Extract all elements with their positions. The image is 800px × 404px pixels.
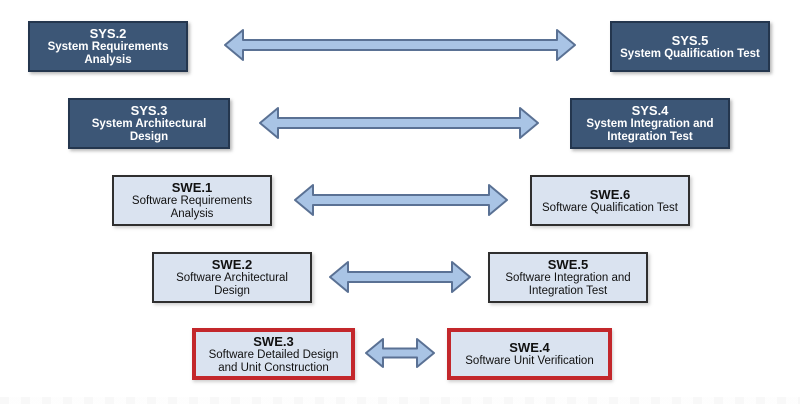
bidirectional-arrow-sys2-sys5	[224, 29, 576, 61]
process-box-swe3-highlighted: SWE.3 Software Detailed Design and Unit …	[192, 328, 355, 380]
process-name: System Architectural Design	[91, 118, 207, 143]
process-box-swe4-highlighted: SWE.4 Software Unit Verification	[447, 328, 612, 380]
process-name: System Requirements Analysis	[47, 41, 169, 66]
process-box-sys4: SYS.4 System Integration and Integration…	[570, 98, 730, 149]
process-box-swe1: SWE.1 Software Requirements Analysis	[112, 175, 272, 226]
process-name: System Integration and Integration Test	[586, 118, 714, 143]
process-id: SWE.2	[211, 257, 253, 272]
bidirectional-arrow-swe3-swe4	[365, 338, 435, 368]
process-id: SYS.5	[671, 32, 709, 48]
bidirectional-arrow-swe2-swe5	[329, 261, 471, 293]
process-box-sys3: SYS.3 System Architectural Design	[68, 98, 230, 149]
process-id: SWE.3	[253, 333, 294, 349]
process-name: System Qualification Test	[620, 47, 760, 60]
bidirectional-arrow-swe1-swe6	[294, 184, 508, 216]
process-box-swe5: SWE.5 Software Integration and Integrati…	[488, 252, 648, 303]
process-box-sys5: SYS.5 System Qualification Test	[610, 21, 770, 72]
bidirectional-arrow-sys3-sys4	[259, 107, 539, 139]
process-name: Software Qualification Test	[542, 201, 678, 214]
process-id: SWE.1	[171, 180, 213, 195]
process-id: SYS.4	[631, 103, 669, 118]
process-id: SYS.3	[130, 103, 168, 118]
process-name: Software Unit Verification	[465, 355, 594, 367]
process-name: Software Integration and Integration Tes…	[505, 272, 631, 297]
process-id: SWE.6	[589, 186, 631, 202]
process-id: SYS.2	[89, 26, 127, 41]
process-box-sys2: SYS.2 System Requirements Analysis	[28, 21, 188, 72]
process-name: Software Detailed Design and Unit Constr…	[208, 348, 339, 374]
process-box-swe6: SWE.6 Software Qualification Test	[530, 175, 690, 226]
process-box-swe2: SWE.2 Software Architectural Design	[152, 252, 312, 303]
process-id: SWE.5	[547, 257, 589, 272]
process-name: Software Architectural Design	[176, 272, 288, 297]
bottom-edge-artifact	[0, 397, 800, 404]
process-id: SWE.4	[509, 340, 550, 355]
process-name: Software Requirements Analysis	[131, 195, 253, 220]
